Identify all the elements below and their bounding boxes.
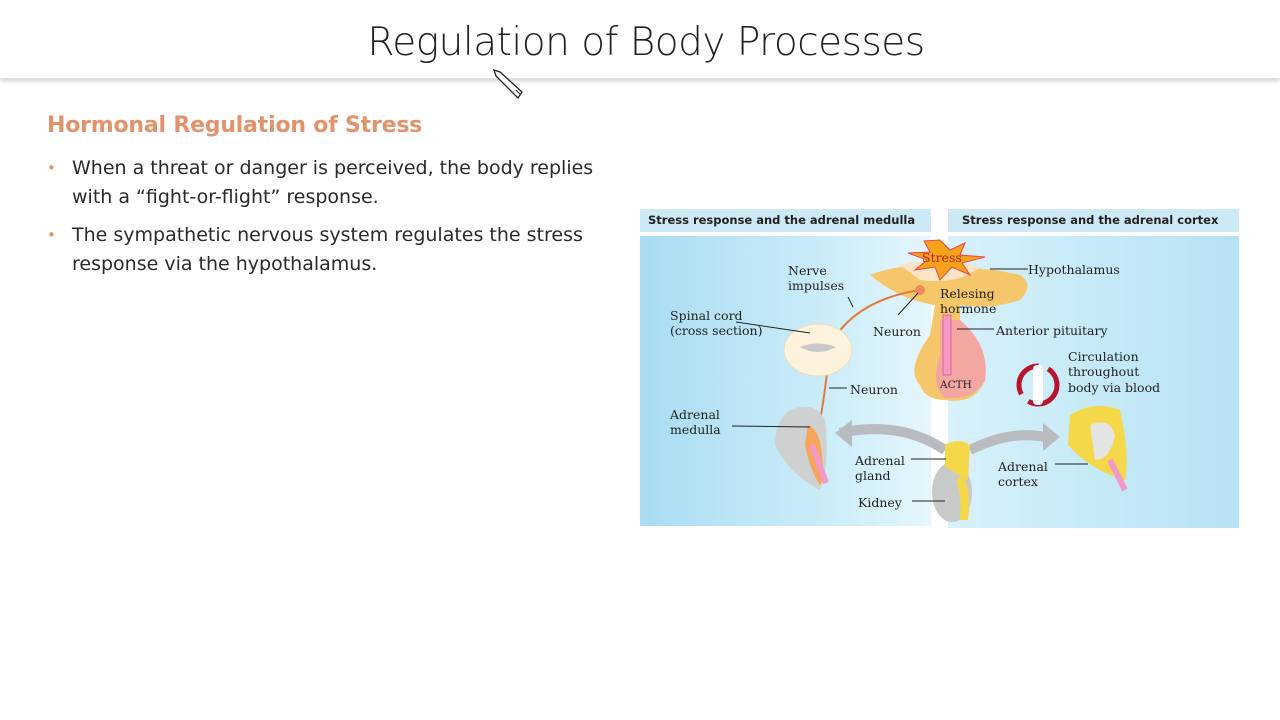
section-heading: Hormonal Regulation of Stress	[47, 113, 423, 138]
bullet-icon: •	[47, 226, 56, 244]
label-impulses: impulses	[788, 278, 845, 293]
bullet-list: • When a threat or danger is perceived, t…	[47, 154, 627, 288]
bullet-icon: •	[47, 159, 56, 177]
label-circulation-1: Circulation	[1068, 349, 1139, 364]
label-kidney: Kidney	[858, 495, 902, 510]
bullet-text: The sympathetic nervous system regulates…	[72, 224, 583, 275]
label-acth: ACTH	[940, 379, 972, 391]
bullet-text: When a threat or danger is perceived, th…	[72, 157, 594, 208]
label-neuron-mid: Neuron	[850, 382, 898, 397]
label-neuron-top: Neuron	[873, 324, 921, 339]
diagram-illustration	[731, 239, 1128, 522]
label-adrenal-gland-1: Adrenal	[855, 453, 905, 468]
bullet-item: • When a threat or danger is perceived, t…	[47, 154, 627, 212]
label-adrenal-cortex-2: cortex	[998, 474, 1038, 489]
label-stress: Stress	[922, 250, 962, 265]
label-nerve: Nerve	[788, 263, 827, 278]
label-circulation-3: body via blood	[1068, 380, 1161, 395]
left-panel-title: Stress response and the adrenal medulla	[640, 209, 931, 232]
label-adrenal-medulla-2: medulla	[670, 422, 721, 437]
slide-header	[0, 0, 1280, 79]
label-spinal-cord: Spinal cord	[670, 308, 743, 323]
label-adrenal-gland-2: gland	[855, 468, 891, 483]
label-anterior-pituitary: Anterior pituitary	[996, 323, 1108, 338]
label-circulation-2: throughout	[1068, 364, 1140, 379]
label-hypothalamus: Hypothalamus	[1028, 262, 1120, 277]
right-panel-title: Stress response and the adrenal cortex	[948, 209, 1239, 232]
label-releasing-1: Relesing	[940, 286, 995, 301]
label-adrenal-medulla-1: Adrenal	[670, 407, 720, 422]
label-releasing-2: hormone	[940, 301, 997, 316]
slide-title: Regulation of Body Processes	[367, 20, 925, 65]
label-cross-section: (cross section)	[670, 323, 763, 338]
stress-response-diagram: Stress response and the adrenal medulla …	[640, 205, 1240, 530]
bullet-item: • The sympathetic nervous system regulate…	[47, 221, 627, 279]
label-adrenal-cortex-1: Adrenal	[998, 459, 1048, 474]
pen-cursor-icon	[492, 68, 523, 100]
